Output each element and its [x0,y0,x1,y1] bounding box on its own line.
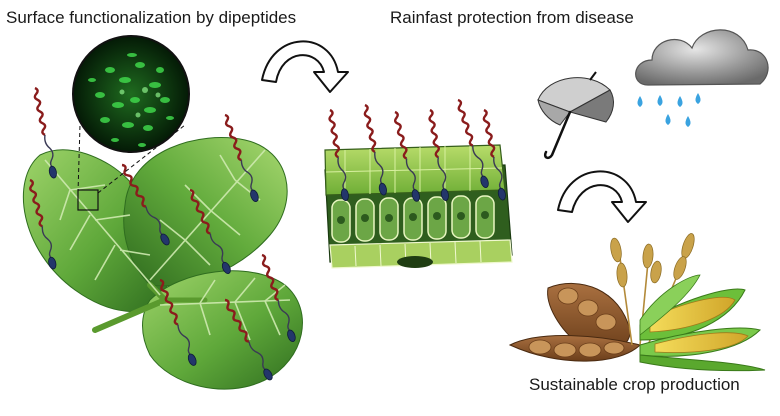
rain-cloud-icon [635,29,769,127]
microscopy-inset-icon [72,35,190,211]
curved-arrow-icon [557,170,647,223]
label-surface-functionalization: Surface functionalization by dipeptides [6,8,297,27]
label-rainfast-protection: Rainfast protection from disease [390,8,634,27]
leaf-cross-section-icon [324,97,513,269]
leaf-cluster [22,86,303,390]
crops-icon [508,233,766,372]
leaf-icon [123,137,288,287]
umbrella-icon [537,71,614,160]
label-sustainable-crop: Sustainable crop production [529,375,740,394]
curved-arrow-icon [261,40,349,93]
